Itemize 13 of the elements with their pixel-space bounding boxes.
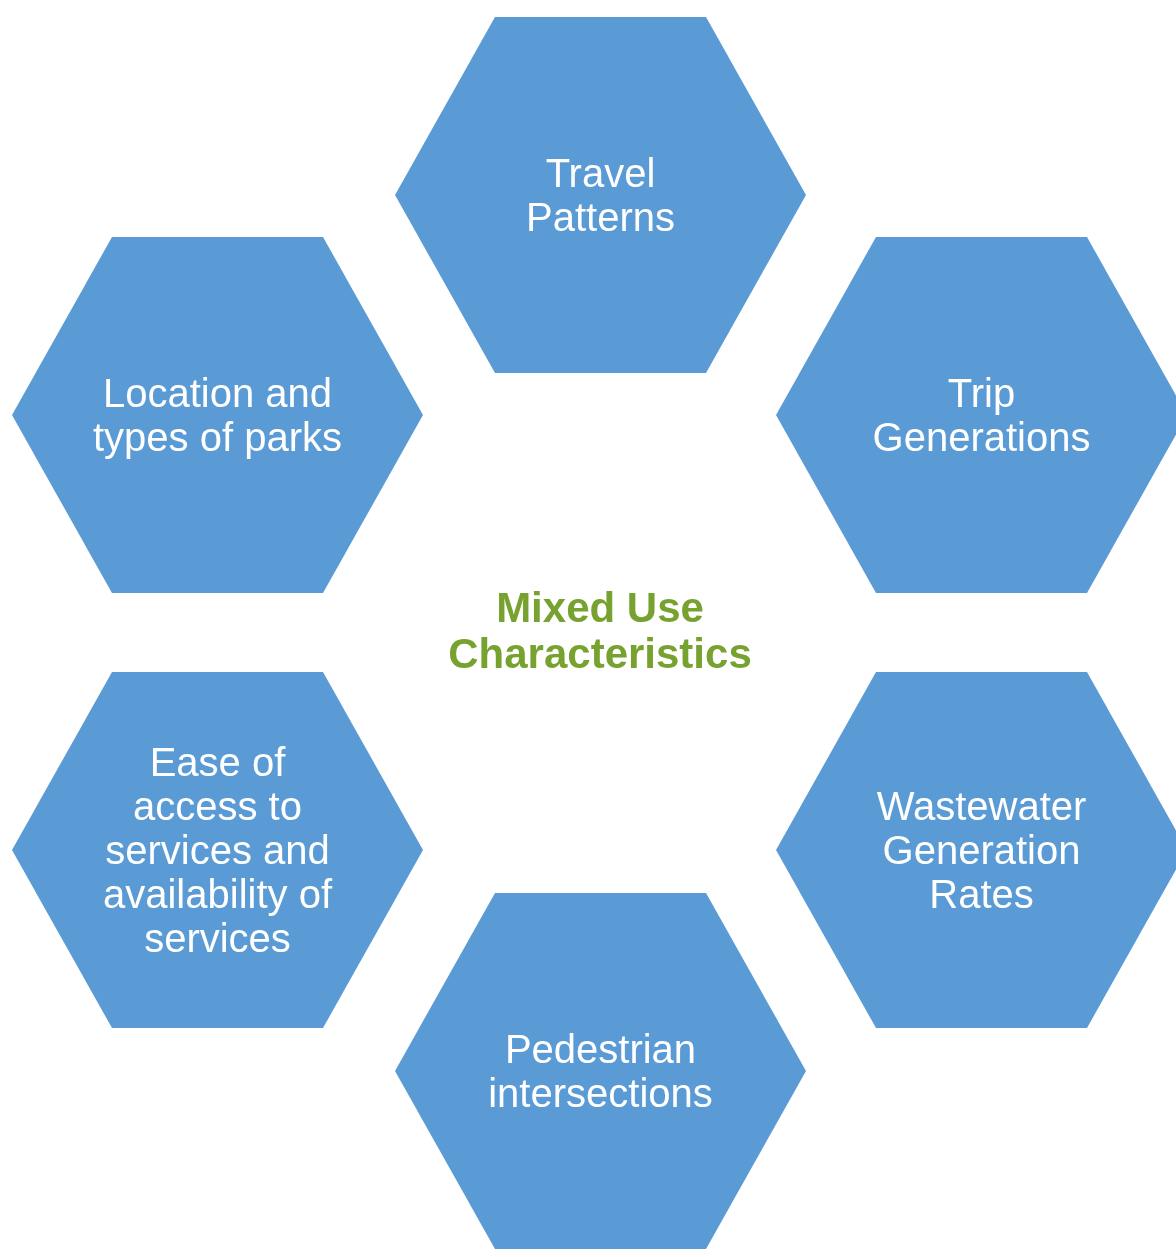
hexagon-label: Location and types of parks bbox=[92, 371, 343, 459]
hexagon-label: Trip Generations bbox=[871, 371, 1092, 459]
hexagon-label: Ease of access to services and availability of services bbox=[102, 740, 334, 960]
hexagon bbox=[776, 237, 1176, 593]
hexagon bbox=[12, 237, 423, 593]
hexagon-label: Travel Patterns bbox=[525, 151, 676, 239]
center-title: Mixed Use Characteristics bbox=[447, 585, 753, 677]
hexagon-label: Pedestrian intersections bbox=[487, 1027, 714, 1115]
hexagon bbox=[12, 672, 423, 1028]
hexagon-label: Wastewater Generation Rates bbox=[875, 784, 1088, 916]
hexagon bbox=[776, 672, 1176, 1028]
hexagon bbox=[395, 17, 806, 373]
hexagon bbox=[395, 893, 806, 1249]
